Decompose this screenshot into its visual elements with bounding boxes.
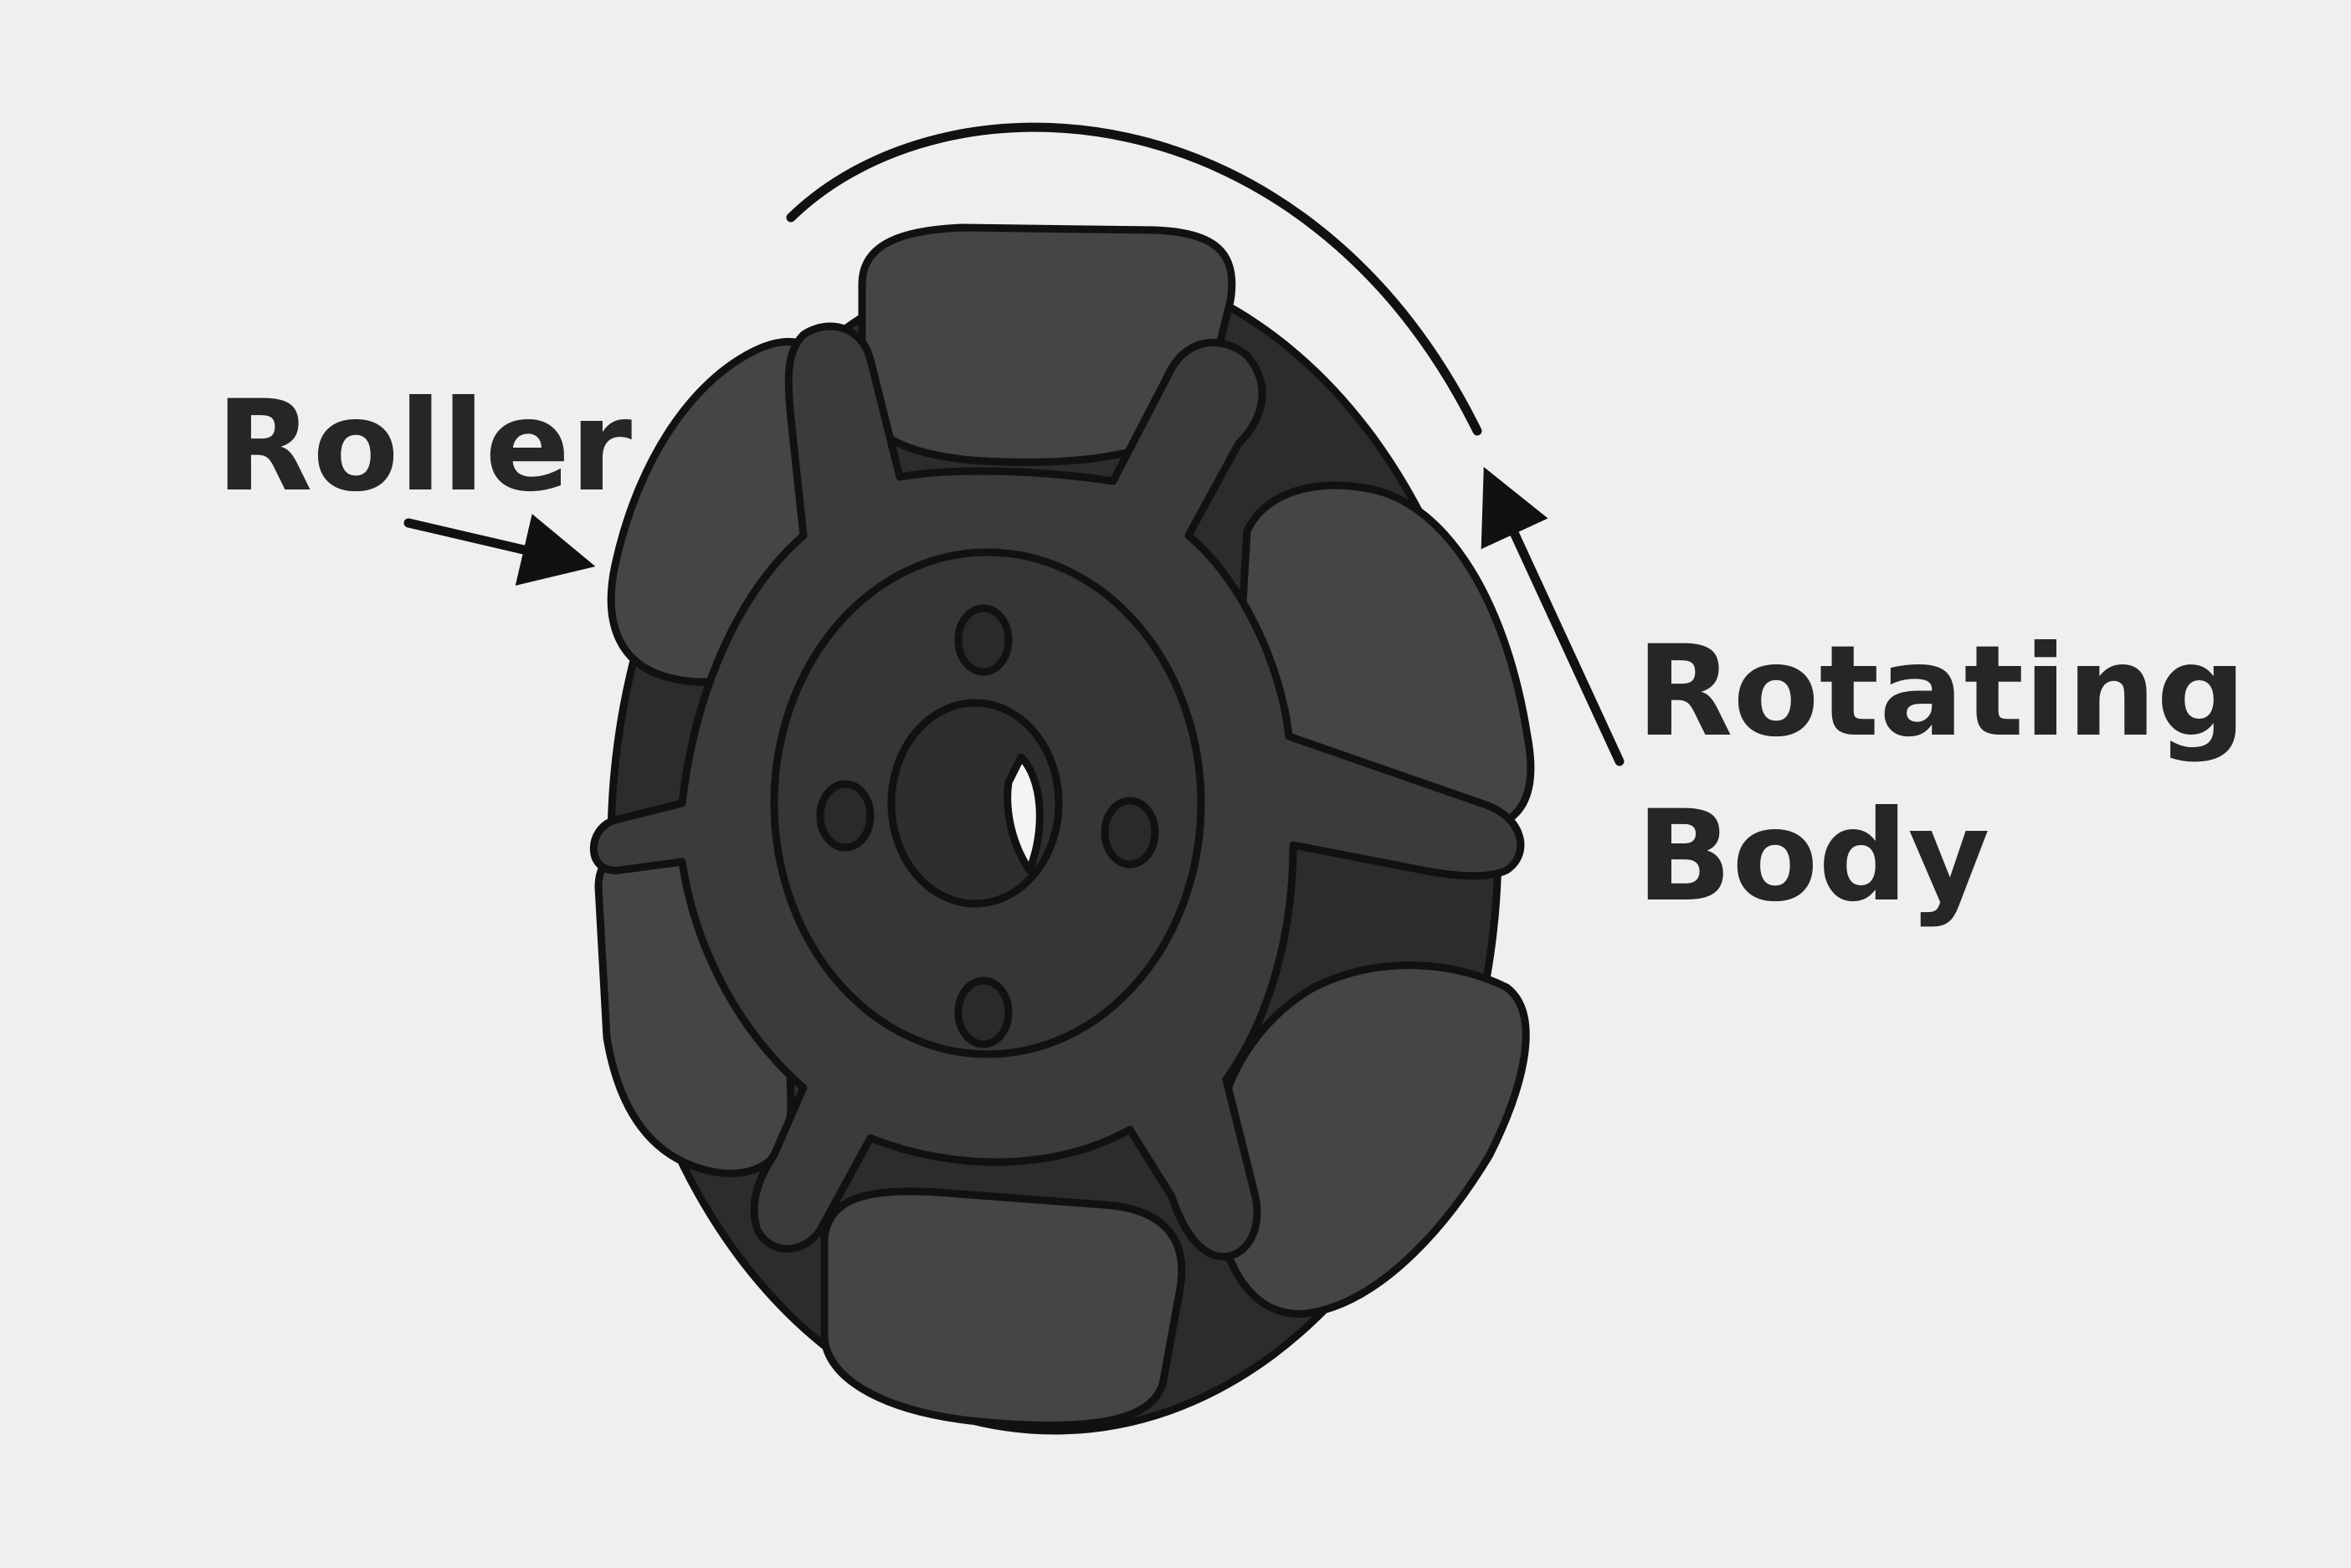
bolt-hole-left: [816, 780, 875, 852]
roller-lower-right: [1214, 961, 1530, 1318]
rotating-body-label-line1: Rotating: [1636, 619, 2246, 765]
bolt-hole-right: [1101, 797, 1159, 869]
rotation-arc-icon: [786, 122, 1482, 436]
axle-hole: [1004, 753, 1044, 874]
rotating-body-arrow-icon: [1481, 467, 1625, 766]
roller-arrow-icon: [403, 514, 596, 586]
rotating-body-label-line2: Body: [1636, 784, 1990, 930]
roller-label: Roller: [216, 374, 632, 520]
bolt-hole-bottom: [954, 976, 1013, 1048]
roller-bottom: [820, 1187, 1186, 1429]
omni-wheel-icon: [589, 223, 1535, 1435]
bolt-hole-top: [954, 604, 1013, 676]
